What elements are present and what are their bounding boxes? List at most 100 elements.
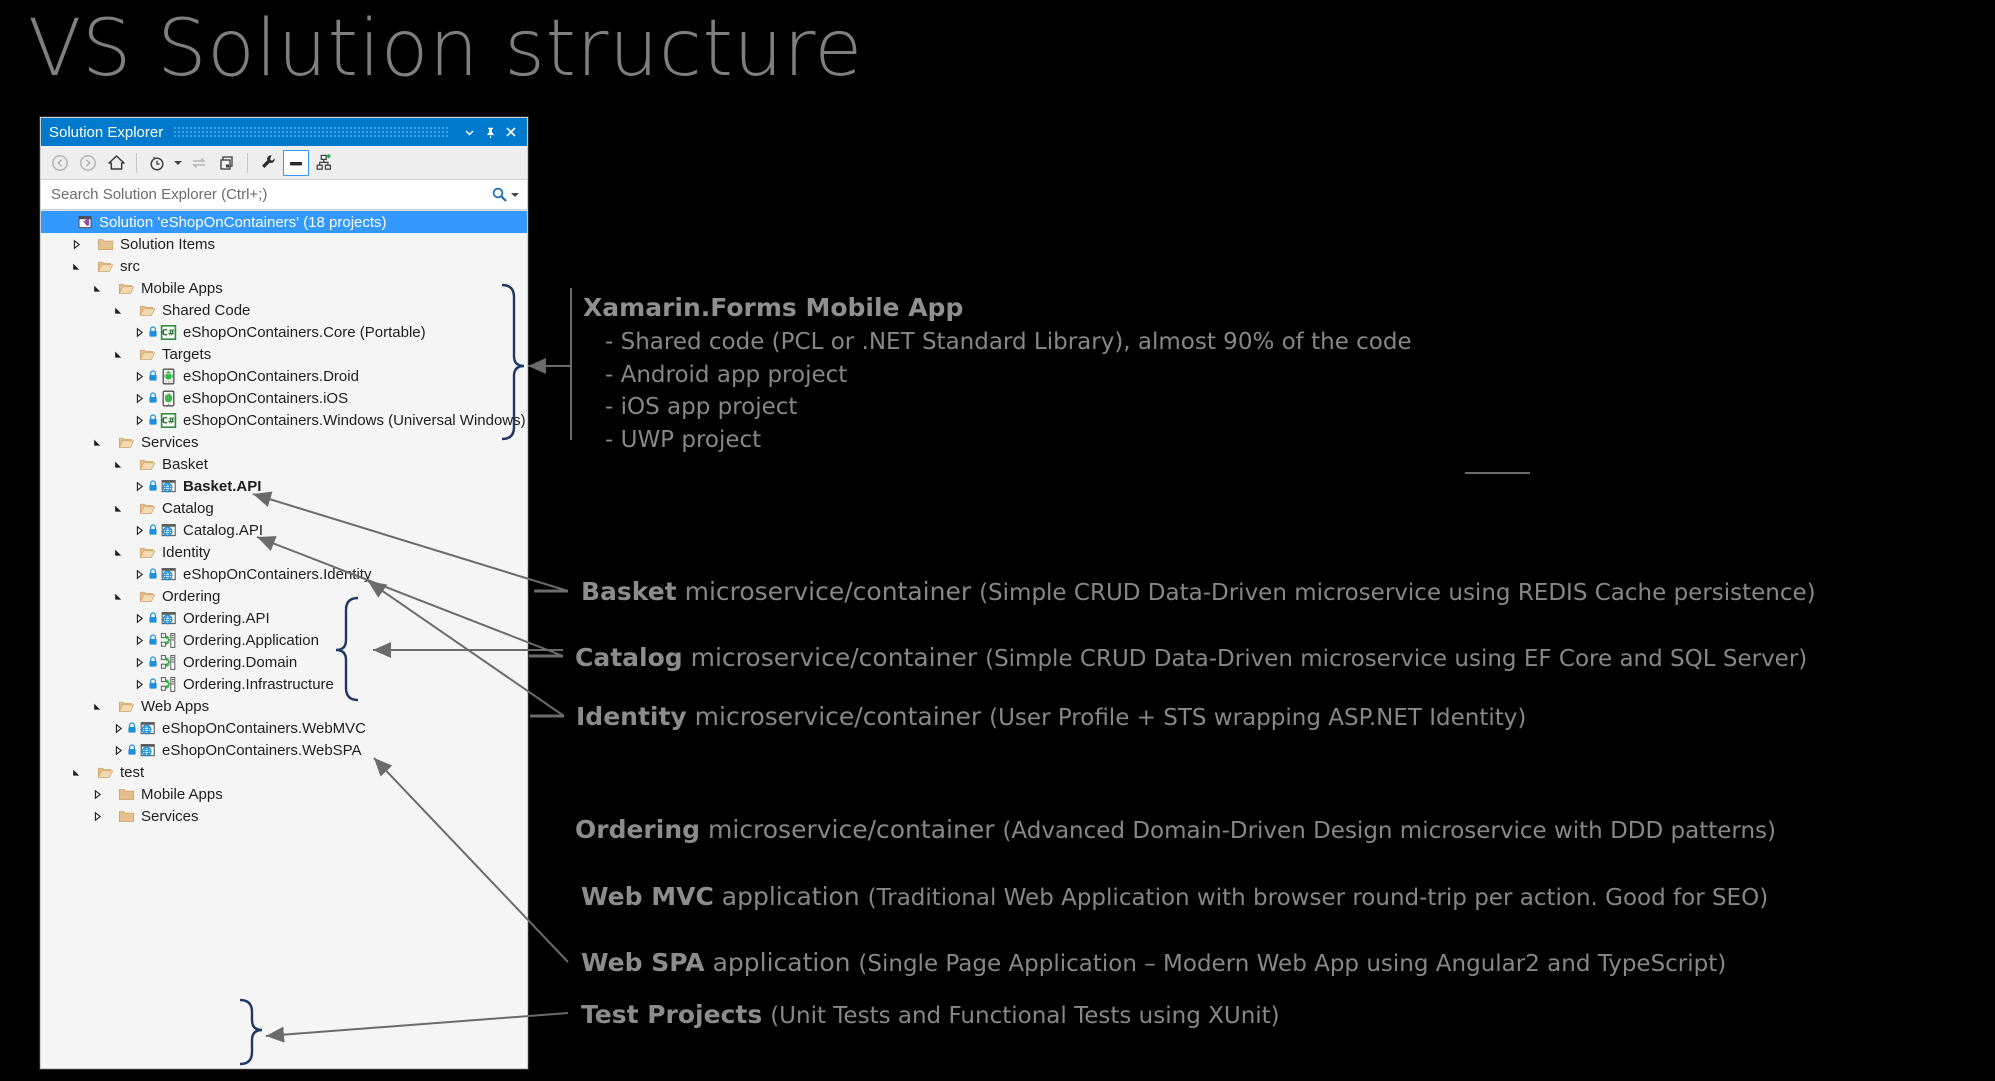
tree-item-label: eShopOnContainers.iOS (183, 389, 349, 407)
tree-item[interactable]: Basket.API (41, 475, 527, 497)
collapse-icon[interactable] (283, 149, 309, 176)
tree-item-label: Solution Items (120, 235, 216, 253)
folder-open-icon (96, 763, 114, 781)
tree-item[interactable]: src (41, 255, 527, 277)
vs-solution-icon (75, 213, 93, 231)
annotation-body: application (704, 948, 859, 977)
tree-item[interactable]: Ordering.API (41, 607, 527, 629)
expand-triangle-icon[interactable] (110, 497, 126, 519)
close-icon[interactable] (501, 121, 521, 143)
tree-item[interactable]: Shared Code (41, 299, 527, 321)
tree-item[interactable]: Catalog (41, 497, 527, 519)
collapse-triangle-icon[interactable] (89, 783, 105, 805)
collapse-triangle-icon[interactable] (131, 321, 147, 343)
library-project-icon (159, 653, 177, 671)
expand-triangle-icon[interactable] (89, 431, 105, 453)
annotation-bullet-list: - Shared code (PCL or .NET Standard Libr… (583, 326, 1412, 457)
annotation-body: microservice/container (700, 815, 1003, 844)
clock-icon[interactable] (144, 150, 170, 176)
expand-triangle-icon[interactable] (68, 761, 84, 783)
tree-item-label: Catalog.API (183, 521, 264, 539)
lock-icon (147, 414, 158, 426)
collapse-triangle-icon[interactable] (89, 805, 105, 827)
tree-item-label: Basket (162, 455, 208, 473)
expand-triangle-icon[interactable] (89, 277, 105, 299)
collapse-triangle-icon[interactable] (131, 365, 147, 387)
tree-item[interactable]: Basket (41, 453, 527, 475)
sync-icon[interactable] (186, 150, 212, 176)
annotation-ordering: Ordering microservice/container (Advance… (575, 815, 1776, 844)
tree-item[interactable]: C#eShopOnContainers.Core (Portable) (41, 321, 527, 343)
triangle-down-icon (114, 593, 121, 600)
svg-text:C#: C# (161, 327, 174, 337)
triangle-right-icon (136, 657, 143, 667)
tree-item[interactable]: Mobile Apps (41, 783, 527, 805)
tree-item[interactable]: Web Apps (41, 695, 527, 717)
tree-item[interactable]: C#eShopOnContainers.Windows (Universal W… (41, 409, 527, 431)
triangle-right-icon (94, 811, 101, 821)
tree-item[interactable]: eShopOnContainers.Droid (41, 365, 527, 387)
tree-item[interactable]: Catalog.API (41, 519, 527, 541)
tree-item-label: Web Apps (141, 697, 210, 715)
collapse-triangle-icon[interactable] (68, 233, 84, 255)
back-arrow-icon[interactable] (47, 150, 73, 176)
collapse-triangle-icon[interactable] (131, 629, 147, 651)
wrench-icon[interactable] (255, 150, 281, 176)
triangle-down-icon (72, 263, 79, 270)
tree-item[interactable]: Solution 'eShopOnContainers' (18 project… (41, 211, 527, 233)
search-bar[interactable] (41, 180, 527, 210)
expand-triangle-icon[interactable] (110, 343, 126, 365)
tree-item[interactable]: Services (41, 805, 527, 827)
collapse-triangle-icon[interactable] (131, 673, 147, 695)
tree-item[interactable]: Mobile Apps (41, 277, 527, 299)
expand-triangle-icon[interactable] (68, 255, 84, 277)
collapse-triangle-icon[interactable] (131, 475, 147, 497)
tree-item[interactable]: eShopOnContainers.WebSPA (41, 739, 527, 761)
tree-item-label: src (120, 257, 140, 275)
home-icon[interactable] (103, 150, 129, 176)
tree-item-label: Ordering.Infrastructure (183, 675, 334, 693)
tree-item[interactable]: Ordering (41, 585, 527, 607)
collapse-triangle-icon[interactable] (110, 717, 126, 739)
tree-item[interactable]: Ordering.Domain (41, 651, 527, 673)
collapse-triangle-icon[interactable] (131, 563, 147, 585)
collapse-triangle-icon[interactable] (131, 387, 147, 409)
clock-dropdown-caret-icon[interactable] (172, 150, 184, 176)
triangle-right-icon (136, 415, 143, 425)
tree-item[interactable]: eShopOnContainers.iOS (41, 387, 527, 409)
tree-item[interactable]: Services (41, 431, 527, 453)
expand-triangle-icon[interactable] (110, 585, 126, 607)
hierarchy-plus-icon[interactable] (311, 150, 337, 176)
windows-icon[interactable] (214, 150, 240, 176)
lock-icon (147, 392, 158, 404)
collapse-triangle-icon[interactable] (110, 739, 126, 761)
solution-tree[interactable]: Solution 'eShopOnContainers' (18 project… (41, 210, 527, 1068)
search-options-caret-icon[interactable] (509, 193, 521, 197)
tree-item[interactable]: Solution Items (41, 233, 527, 255)
tree-item[interactable]: eShopOnContainers.Identity (41, 563, 527, 585)
chevron-down-icon[interactable] (459, 121, 479, 143)
tree-item[interactable]: test (41, 761, 527, 783)
collapse-triangle-icon[interactable] (131, 607, 147, 629)
tree-item[interactable]: Targets (41, 343, 527, 365)
tree-item[interactable]: Ordering.Application (41, 629, 527, 651)
search-icon[interactable] (489, 186, 509, 203)
pin-icon[interactable] (480, 121, 500, 143)
triangle-right-icon (136, 613, 143, 623)
tree-item[interactable]: Identity (41, 541, 527, 563)
tree-item[interactable]: eShopOnContainers.WebMVC (41, 717, 527, 739)
tree-item[interactable]: Ordering.Infrastructure (41, 673, 527, 695)
lock-icon (147, 370, 158, 382)
android-project-icon (159, 367, 177, 385)
expand-triangle-icon[interactable] (110, 299, 126, 321)
folder-open-icon (138, 499, 156, 517)
collapse-triangle-icon[interactable] (131, 519, 147, 541)
forward-arrow-icon[interactable] (75, 150, 101, 176)
tree-item-label: Basket.API (183, 477, 262, 495)
search-input[interactable] (49, 185, 489, 204)
collapse-triangle-icon[interactable] (131, 409, 147, 431)
collapse-triangle-icon[interactable] (131, 651, 147, 673)
expand-triangle-icon[interactable] (110, 453, 126, 475)
expand-triangle-icon[interactable] (110, 541, 126, 563)
expand-triangle-icon[interactable] (89, 695, 105, 717)
